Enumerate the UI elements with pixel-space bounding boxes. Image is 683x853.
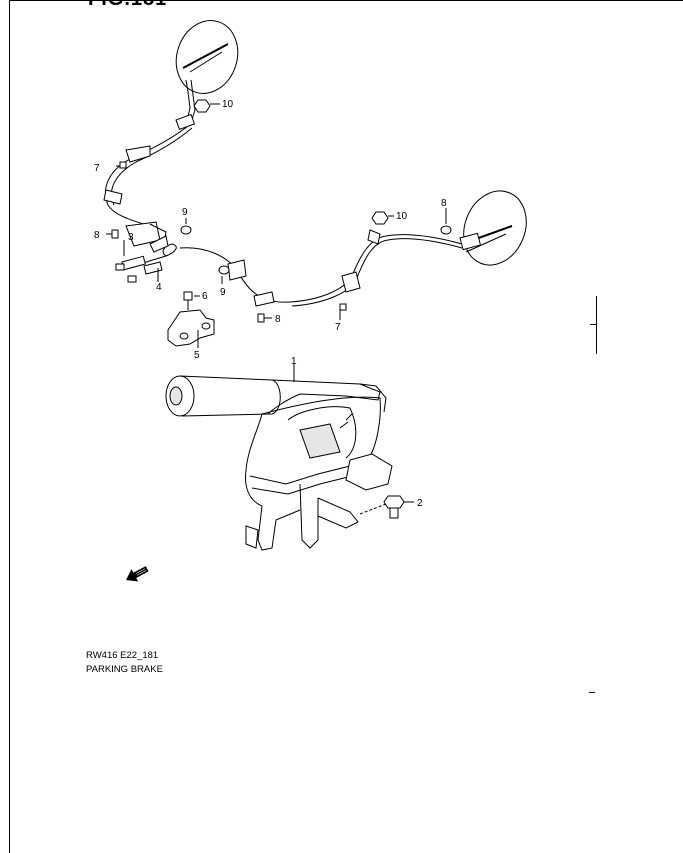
callout-10-right: 10 — [396, 211, 408, 222]
right-brake-drum — [459, 190, 527, 266]
callout-9-bottom: 9 — [220, 287, 226, 298]
leader-lines — [106, 103, 447, 503]
callout-9-left: 9 — [182, 207, 188, 218]
parking-brake-lever — [165, 375, 393, 551]
callout-4: 4 — [156, 282, 162, 293]
bolt-2 — [359, 495, 405, 519]
margin-mark-vertical — [596, 296, 597, 354]
frame-left-border — [9, 0, 10, 853]
frame-top-border — [9, 0, 683, 1]
callout-8-bottom: 8 — [275, 314, 281, 325]
callout-3: 3 — [128, 232, 134, 243]
left-brake-drum — [175, 20, 239, 127]
left-rear-cable — [103, 113, 196, 247]
figure-code: RW416 E22_181 — [86, 650, 159, 661]
callout-8-left: 8 — [94, 230, 100, 241]
callout-5: 5 — [194, 350, 200, 361]
margin-mark-bottom — [589, 692, 595, 693]
callout-7-left: 7 — [94, 163, 100, 174]
right-rear-cable — [179, 229, 463, 307]
callout-6: 6 — [202, 291, 208, 302]
margin-mark-tick — [590, 324, 596, 325]
callout-10-left: 10 — [222, 99, 234, 110]
callout-1: 1 — [291, 356, 297, 367]
figure-title: FIG.181 — [88, 0, 167, 11]
fasteners — [111, 99, 452, 323]
callout-2: 2 — [417, 498, 423, 509]
callout-labels: 10 10 7 7 8 8 8 9 9 3 4 6 5 1 2 — [94, 99, 447, 509]
callout-7-right: 7 — [335, 322, 341, 333]
bracket — [167, 309, 215, 347]
fwd-arrow-icon — [126, 566, 149, 582]
figure-name: PARKING BRAKE — [86, 664, 163, 675]
callout-8-right: 8 — [441, 198, 447, 209]
